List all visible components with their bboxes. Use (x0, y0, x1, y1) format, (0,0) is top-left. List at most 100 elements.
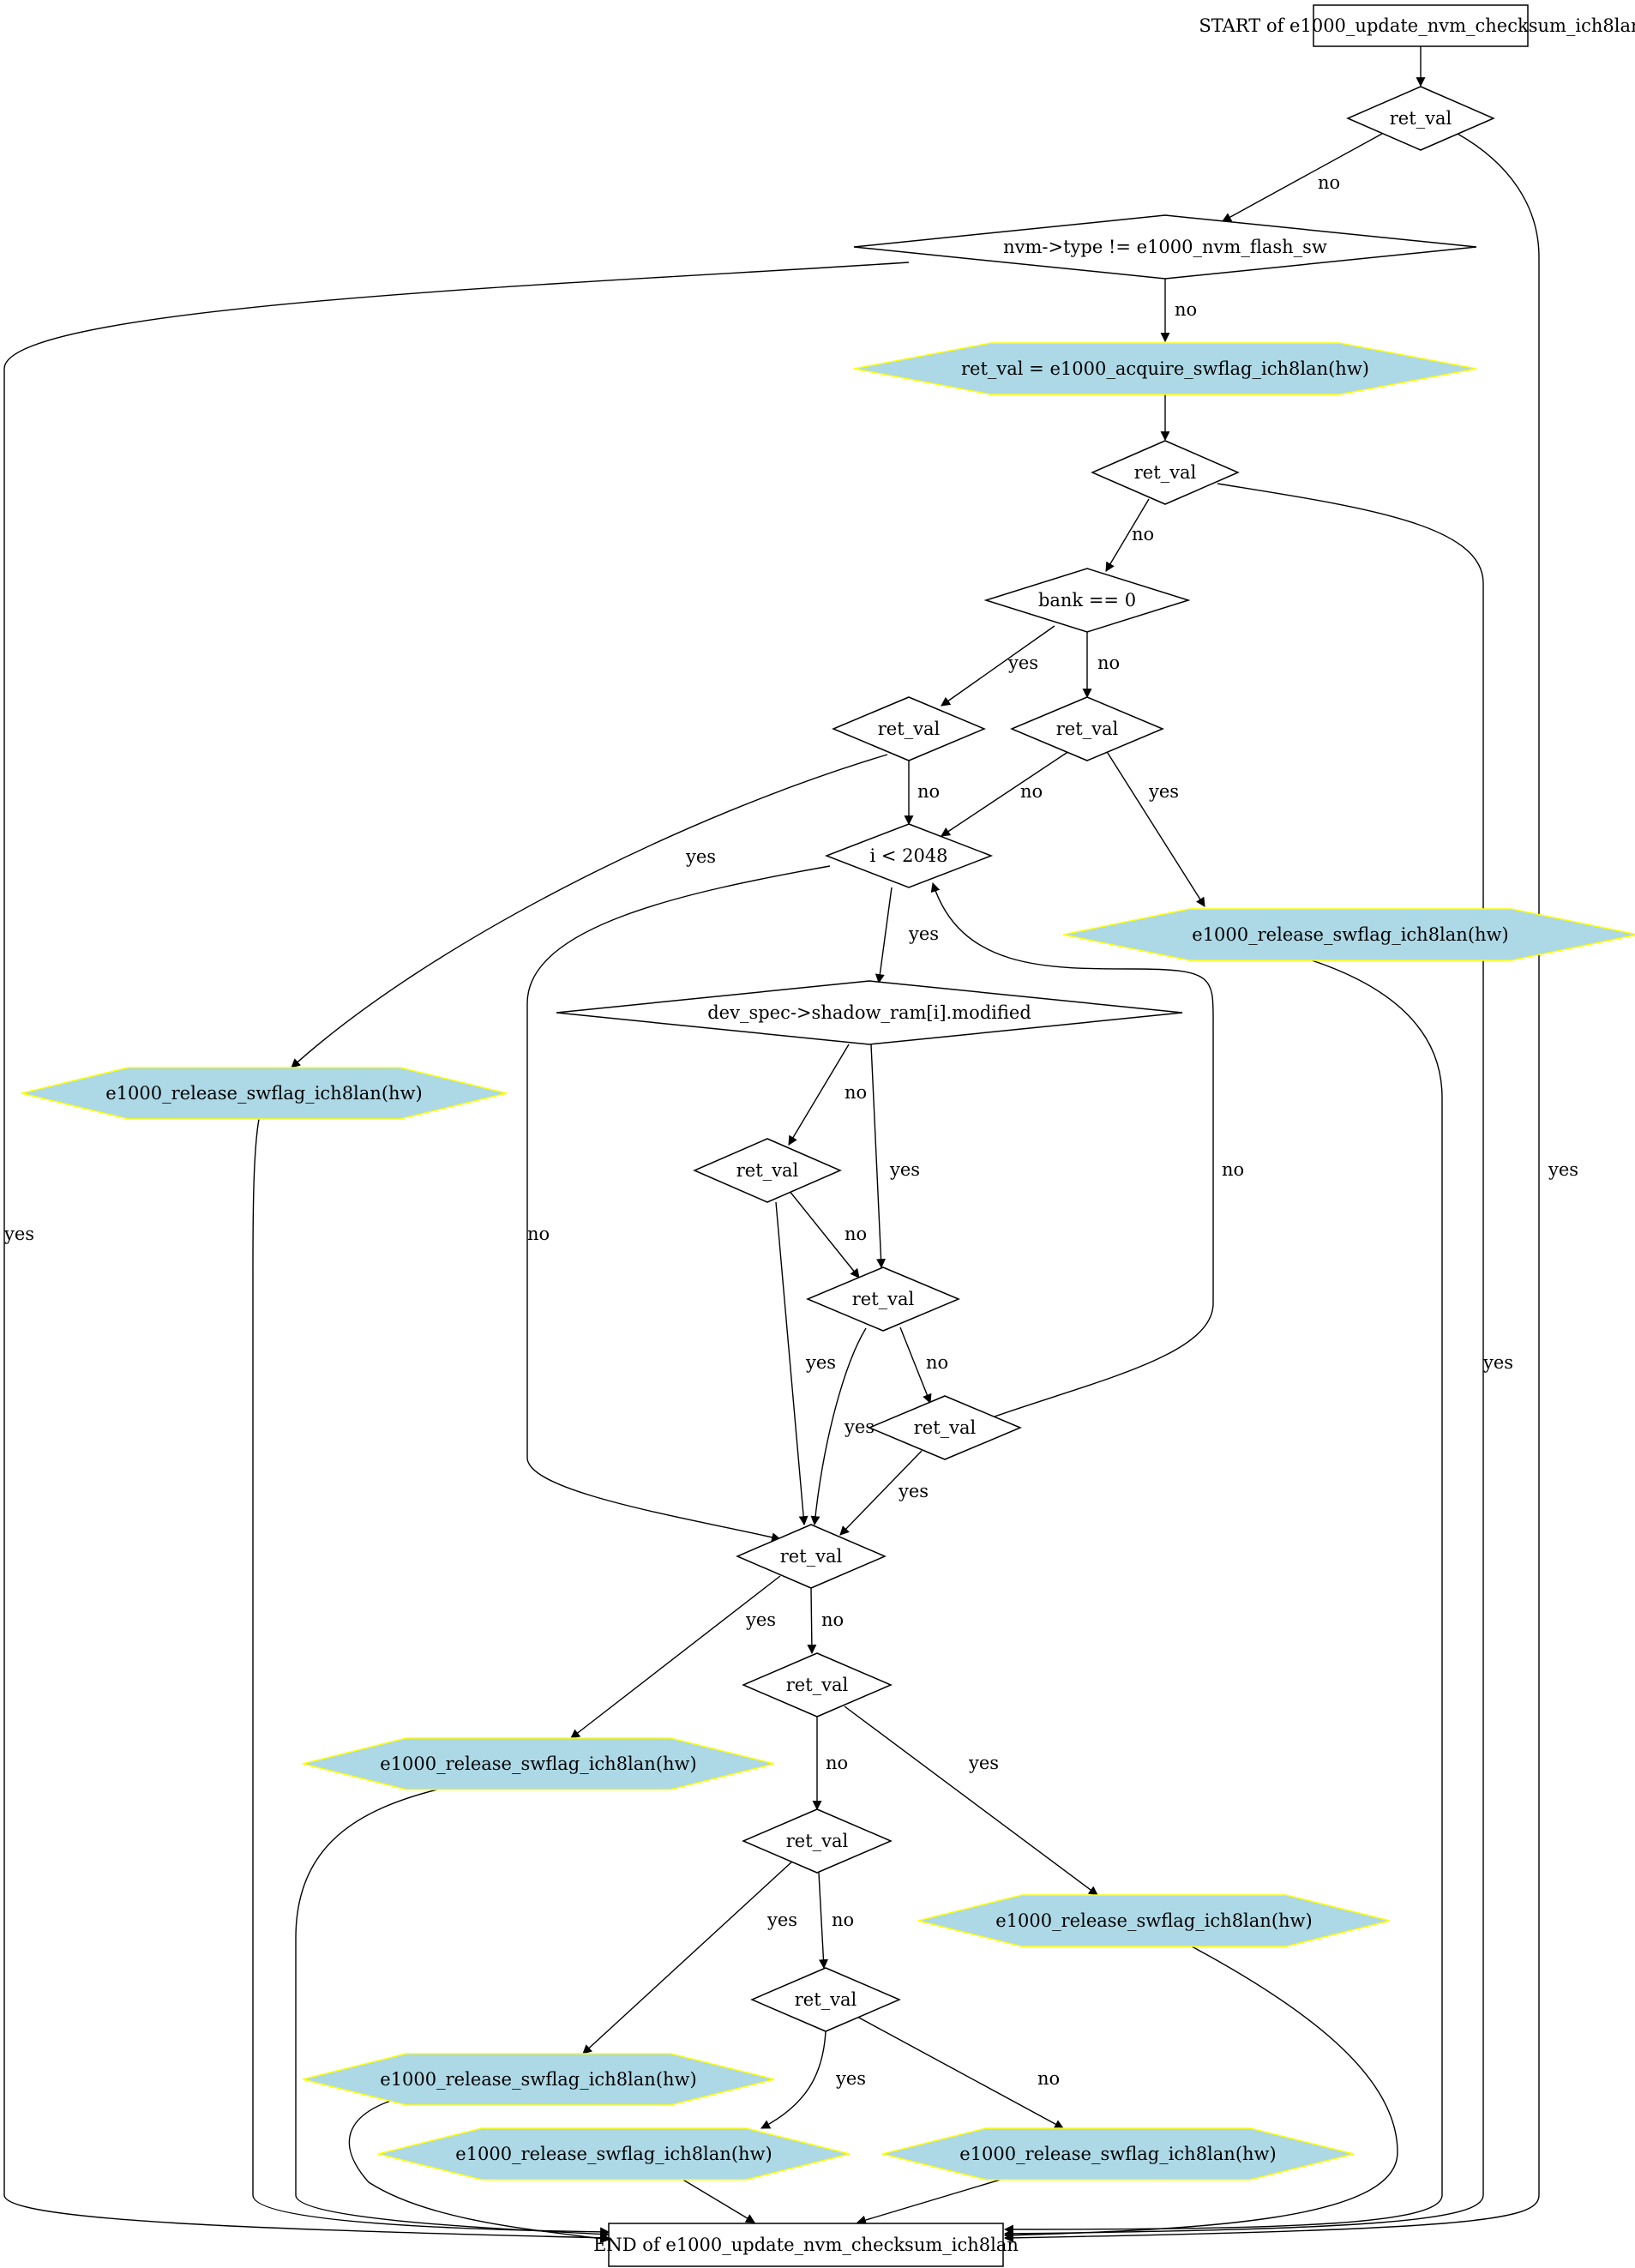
hexagon-shape (21, 1067, 508, 1120)
edge-n-d13-to-n-h5: yes (844, 1706, 1098, 1896)
node-label: ret_val (786, 1831, 849, 1851)
diamond-shape (853, 214, 1477, 280)
node-label: e1000_release_swflag_ich8lan(hw) (455, 2144, 772, 2164)
diamond-node-n-d7: i < 2048 (824, 823, 994, 888)
hexagon-node-n-h7: e1000_release_swflag_ich8lan(hw) (377, 2127, 851, 2181)
node-label: e1000_release_swflag_ich8lan(hw) (380, 1754, 696, 1774)
edge-label-no: no (1132, 524, 1154, 544)
hexagon-node-n-h4: e1000_release_swflag_ich8lan(hw) (302, 1737, 775, 1790)
edge-line (295, 1789, 610, 2239)
edge-label-yes: yes (1482, 1352, 1513, 1373)
edge-line (810, 1327, 867, 1526)
edge-n-d11-to-n-d7: no (930, 881, 1244, 1417)
diamond-shape (556, 980, 1183, 1045)
edge-n-d12-to-n-d13: no (807, 1587, 844, 1655)
edge-label-no: no (1020, 781, 1043, 802)
edge-label-yes: yes (889, 1159, 920, 1180)
diamond-node-n-d10: ret_val (806, 1266, 960, 1332)
edge-n-d2-to-n-h1: no (1160, 279, 1197, 343)
edge-line (1222, 133, 1383, 222)
edge-label-yes: yes (685, 846, 716, 867)
diamond-shape (750, 1967, 901, 2032)
edge-line (788, 1189, 860, 1278)
node-label: ret_val (736, 1160, 799, 1181)
diamond-shape (1091, 440, 1240, 505)
edge-label-yes: yes (1148, 781, 1179, 802)
node-label: ret_val (1134, 462, 1197, 483)
edge-line (570, 1575, 781, 1739)
edge-n-d10-to-n-d12: yes (810, 1327, 875, 1526)
hexagon-node-n-h5: e1000_release_swflag_ich8lan(hw) (917, 1894, 1391, 1947)
node-layer: START of e1000_update_nvm_checksum_ich8l… (21, 4, 1635, 2267)
hexagon-node-n-h6: e1000_release_swflag_ich8lan(hw) (302, 2053, 775, 2106)
node-label: END of e1000_update_nvm_checksum_ich8lan (593, 2235, 1019, 2255)
edge-n-d7-to-n-d12: no (526, 865, 831, 1543)
diamond-node-n-d2: nvm->type != e1000_nvm_flash_sw (853, 214, 1477, 280)
node-label: ret_val (914, 1417, 977, 1438)
hexagon-node-n-h2: e1000_release_swflag_ich8lan(hw) (1062, 908, 1635, 961)
box-node-n-start: START of e1000_update_nvm_checksum_ich8l… (1199, 4, 1635, 47)
box-node-n-end: END of e1000_update_nvm_checksum_ich8lan (593, 2223, 1019, 2267)
diamond-node-n-d14: ret_val (742, 1808, 893, 1874)
hexagon-node-n-h1: ret_val = e1000_acquire_swflag_ich8lan(h… (853, 342, 1477, 395)
node-label: START of e1000_update_nvm_checksum_ich8l… (1199, 15, 1635, 36)
edge-line (844, 1706, 1098, 1896)
edge-line (291, 754, 888, 1068)
edge-line (941, 749, 1073, 837)
edge-line (775, 1201, 808, 1526)
edge-label-no: no (826, 1753, 848, 1773)
edge-n-d2-to-n-end: yes (3, 262, 910, 2243)
edge-label-no: no (1097, 653, 1120, 673)
hexagon-shape (1062, 908, 1635, 961)
diamond-node-n-d11: ret_val (868, 1395, 1022, 1460)
diamond-node-n-d9: ret_val (693, 1138, 842, 1203)
hexagon-node-n-h3: e1000_release_swflag_ich8lan(hw) (21, 1067, 508, 1120)
edge-line (1105, 749, 1205, 907)
edge-n-d4-to-n-d5: yes (941, 625, 1055, 707)
edge-label-no: no (1037, 2068, 1060, 2089)
edge-label-no: no (1175, 299, 1197, 320)
edge-line (526, 865, 831, 1543)
edge-label-no: no (845, 1224, 867, 1244)
edge-label-yes: yes (898, 1481, 929, 1501)
edge-label-yes: yes (3, 1224, 34, 1244)
edge-label-no: no (821, 1609, 844, 1630)
diamond-node-n-d15: ret_val (750, 1967, 901, 2032)
edge-n-d9-to-n-d12: yes (775, 1201, 836, 1526)
node-label: ret_val (786, 1675, 849, 1695)
diamond-shape (868, 1395, 1022, 1460)
edge-line (348, 2093, 610, 2244)
node-label: e1000_release_swflag_ich8lan(hw) (995, 1910, 1312, 1931)
node-label: ret_val (1390, 108, 1452, 129)
edge-label-yes: yes (968, 1753, 999, 1773)
diamond-shape (1346, 86, 1495, 151)
edge-n-d8-to-n-d10: yes (870, 1044, 920, 1269)
hexagon-shape (853, 342, 1477, 395)
node-label: ret_val (1056, 719, 1119, 739)
edge-label-no: no (1318, 172, 1340, 193)
edge-n-h5-to-n-end (1003, 1946, 1398, 2241)
edge-line (839, 1450, 923, 1536)
edge-n-d13-to-n-d14: no (812, 1717, 848, 1811)
edge-line (582, 1860, 794, 2054)
edge-n-d14-to-n-d15: no (818, 1872, 854, 1970)
diamond-shape (806, 1266, 960, 1332)
diamond-shape (832, 696, 986, 761)
diamond-node-n-d3: ret_val (1091, 440, 1240, 505)
edge-line (3, 262, 910, 2243)
box-shape (1313, 4, 1529, 47)
diamond-shape (693, 1138, 842, 1203)
edge-label-yes: yes (908, 923, 939, 944)
edge-label-yes: yes (766, 1910, 797, 1930)
edge-line (930, 881, 1214, 1417)
diamond-node-n-d5: ret_val (832, 696, 986, 761)
node-label: nvm->type != e1000_nvm_flash_sw (1003, 237, 1327, 257)
edge-line (1003, 483, 1484, 2239)
edge-label-yes: yes (1007, 653, 1038, 673)
node-label: e1000_release_swflag_ich8lan(hw) (959, 2144, 1276, 2164)
edge-n-d7-to-n-d8: yes (875, 887, 939, 984)
edge-line (788, 1044, 850, 1146)
node-label: ret_val (780, 1546, 843, 1567)
hexagon-shape (302, 2053, 775, 2106)
